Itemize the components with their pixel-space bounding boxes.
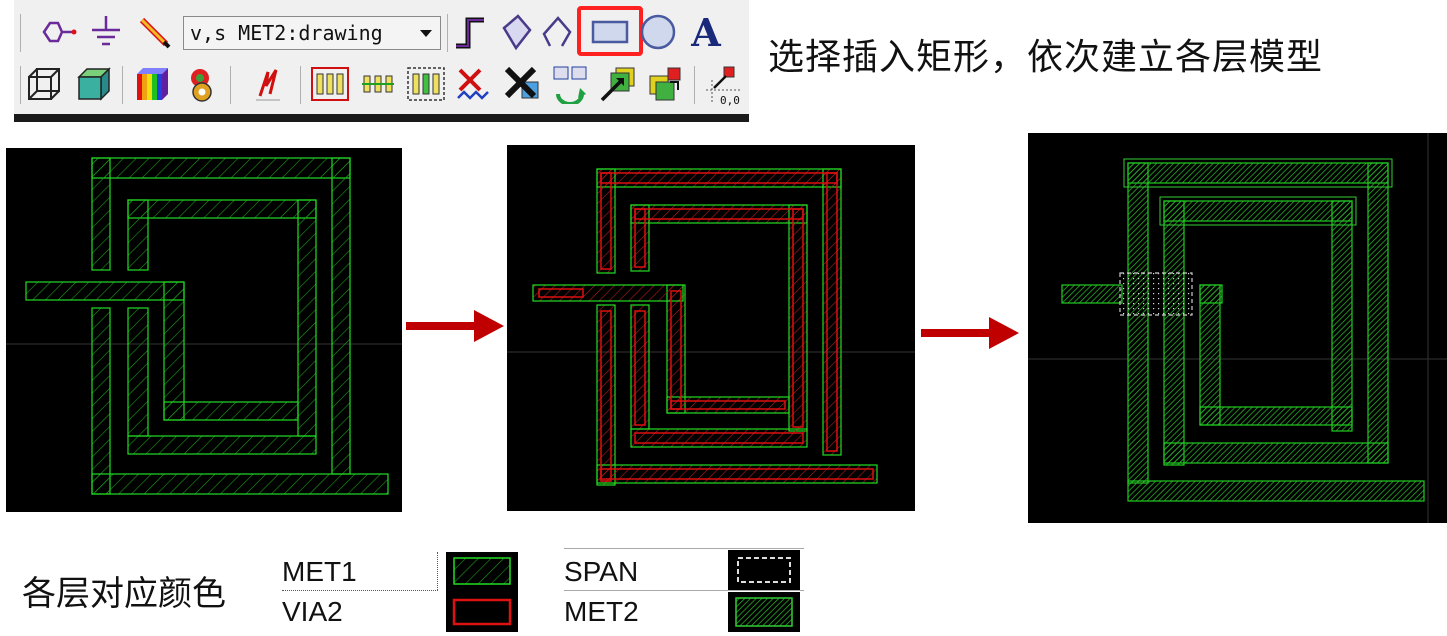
pin-icon[interactable] [38, 12, 78, 52]
met1-shapes [532, 168, 878, 486]
inductor-layout-met1-via2 [507, 168, 915, 486]
polyline-icon[interactable] [540, 12, 580, 52]
logo-icon[interactable] [250, 64, 290, 104]
layer-gear-icon[interactable] [180, 64, 220, 104]
toolbar-row-create: v,s MET2:drawing A [14, 6, 749, 60]
layer-select-value: v,s MET2:drawing [190, 21, 383, 45]
toolbar-row-view: 0,0 [14, 60, 749, 112]
toolbar-bottom-border [14, 114, 749, 122]
solid-cube-icon[interactable] [74, 64, 114, 104]
legend-divider [282, 590, 438, 591]
met1-shapes [25, 157, 389, 495]
legend-swatch-via2 [446, 592, 518, 632]
layer-select-dropdown[interactable]: v,s MET2:drawing [183, 16, 441, 50]
toolbar-separator [230, 66, 231, 104]
legend-label-via2: VIA2 [282, 596, 343, 627]
toolbar-separator [122, 66, 123, 104]
chevron-down-icon[interactable] [420, 30, 432, 37]
selected-tool-highlight [577, 6, 643, 56]
via2-shapes [538, 172, 874, 482]
resistor-array-icon[interactable] [310, 64, 350, 104]
legend-label-met1: MET1 [282, 556, 357, 587]
toolbar-separator [447, 14, 448, 52]
stack-arrow-icon[interactable] [598, 64, 638, 104]
legend-label-span: SPAN [564, 556, 639, 587]
selected-array-icon[interactable] [406, 64, 446, 104]
toolbar-separator [694, 66, 695, 104]
toolbar-separator [20, 66, 21, 104]
legend-swatch-span [728, 550, 800, 590]
polygon-icon[interactable] [496, 12, 536, 52]
inductor-layout-met1 [6, 157, 402, 495]
svg-text:A: A [690, 12, 721, 52]
copy-layers-icon[interactable] [646, 64, 686, 104]
path-icon[interactable] [450, 12, 490, 52]
cross-pattern-icon[interactable] [502, 64, 542, 104]
delete-wave-icon[interactable] [454, 64, 494, 104]
inductor-layout-complete [1028, 133, 1447, 523]
rectangle-icon[interactable] [590, 12, 630, 52]
pencil-icon[interactable] [134, 12, 174, 52]
toolbar-separator [300, 66, 301, 104]
text-icon[interactable]: A [686, 12, 726, 52]
circle-icon[interactable] [638, 12, 678, 52]
legend-divider [564, 590, 804, 591]
met1-outline-shapes [1123, 158, 1393, 226]
step-arrow-icon [406, 310, 504, 342]
origin-icon[interactable]: 0,0 [702, 64, 742, 107]
sync-icon[interactable] [550, 64, 590, 104]
layout-canvas-step2[interactable] [507, 145, 915, 511]
toolbar-separator [20, 14, 21, 52]
step-arrow-icon [921, 317, 1019, 349]
rainbow-cube-icon[interactable] [132, 64, 172, 104]
layout-editor-toolbar: v,s MET2:drawing A [14, 0, 749, 122]
instruction-text: 选择插入矩形，依次建立各层模型 [768, 37, 1324, 78]
legend-divider [564, 548, 804, 549]
legend-divider [437, 552, 439, 590]
legend-swatch-met1 [446, 552, 518, 592]
layout-canvas-step1[interactable] [6, 148, 402, 512]
ground-icon[interactable] [86, 12, 126, 52]
via-array-icon[interactable] [358, 64, 398, 104]
legend-label-met2: MET2 [564, 596, 639, 627]
layout-canvas-step3[interactable] [1028, 133, 1447, 523]
met2-shapes [1061, 162, 1425, 502]
span-shape [1119, 272, 1193, 316]
legend-title: 各层对应颜色 [22, 574, 226, 614]
origin-label: 0,0 [720, 94, 740, 107]
legend-swatch-met2 [728, 592, 800, 632]
wireframe-cube-icon[interactable] [24, 64, 64, 104]
